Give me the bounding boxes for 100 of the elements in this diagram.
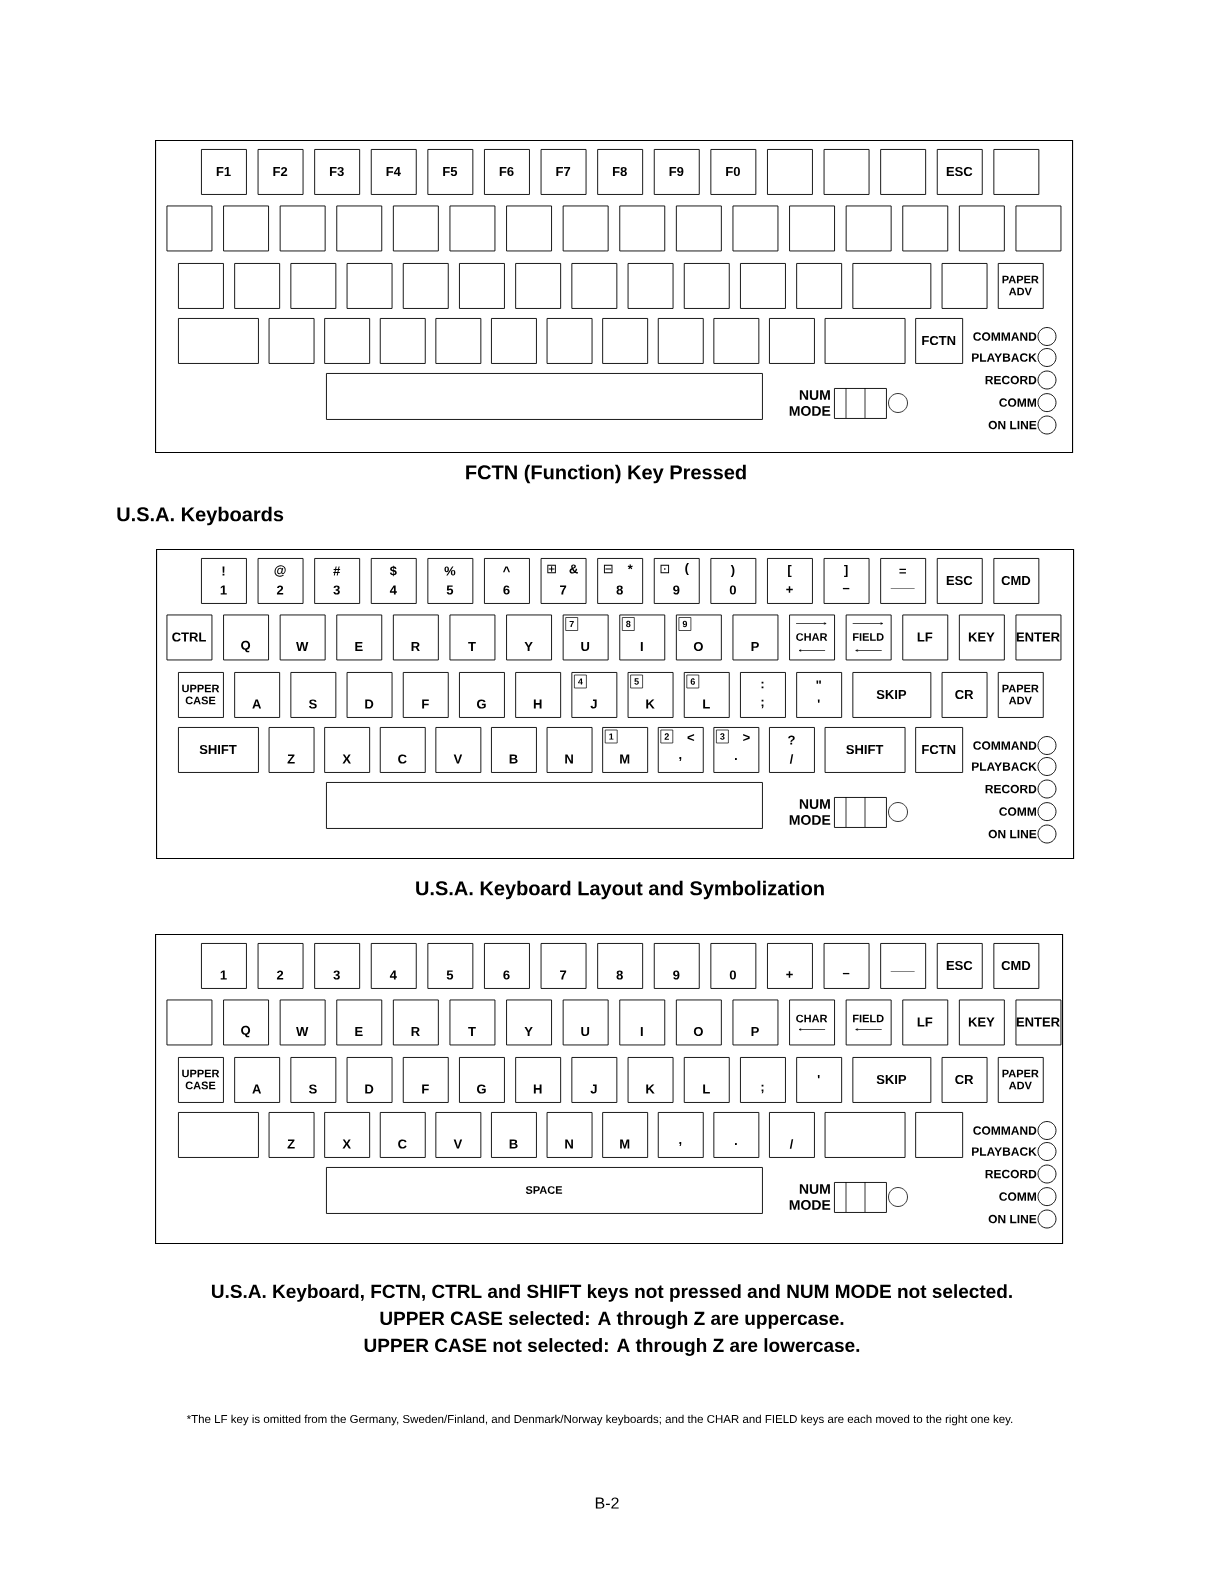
key: , bbox=[657, 1112, 704, 1158]
key bbox=[435, 318, 482, 364]
key bbox=[515, 263, 562, 309]
key bbox=[290, 263, 337, 309]
key: L bbox=[683, 1057, 730, 1103]
key: F7 bbox=[540, 149, 587, 195]
key: N bbox=[546, 727, 593, 773]
indicator-label: COMM bbox=[999, 398, 1036, 407]
key: F3 bbox=[314, 149, 361, 195]
indicator-label: COMMAND bbox=[973, 1126, 1037, 1135]
keyboard-outline bbox=[156, 549, 1075, 860]
switch-label: NUM MODE bbox=[789, 390, 831, 416]
key bbox=[546, 318, 593, 364]
key bbox=[789, 205, 835, 252]
key: KEY bbox=[958, 614, 1005, 661]
key: Y bbox=[506, 614, 552, 661]
key: ^ 6 bbox=[484, 558, 530, 604]
key: Z bbox=[268, 727, 315, 773]
key: 7 bbox=[540, 943, 587, 989]
indicator-label: PLAYBACK bbox=[972, 1147, 1037, 1156]
key: 3 bbox=[314, 943, 361, 989]
key bbox=[178, 263, 224, 309]
key bbox=[166, 999, 213, 1046]
key bbox=[902, 205, 949, 252]
figure-caption: UPPER CASE selected: A through Z are uppercase. bbox=[380, 1311, 844, 1329]
indicator-label: RECORD bbox=[985, 375, 1037, 385]
indicator-label: COMMAND bbox=[973, 332, 1037, 341]
key: CTRL bbox=[166, 614, 213, 661]
key: S bbox=[290, 672, 337, 718]
key: D bbox=[346, 672, 393, 718]
space-bar: SPACE bbox=[326, 1167, 763, 1214]
keyboard-outline bbox=[155, 140, 1074, 454]
key: 9 O bbox=[675, 614, 722, 661]
key: F1 bbox=[201, 149, 247, 195]
key: CMD bbox=[993, 558, 1040, 604]
key bbox=[915, 1112, 964, 1158]
key: X bbox=[324, 727, 371, 773]
keyboard-outline bbox=[155, 934, 1064, 1245]
key: FCTN bbox=[915, 727, 964, 773]
key: SKIP bbox=[852, 672, 932, 718]
key: ENTER bbox=[1015, 999, 1062, 1046]
key bbox=[379, 318, 426, 364]
key: FIELD bbox=[845, 614, 892, 661]
key: PAPER ADV bbox=[997, 263, 1044, 309]
key: CHAR bbox=[789, 999, 835, 1046]
key: 8 bbox=[597, 943, 644, 989]
key: 6 L bbox=[683, 672, 730, 718]
key bbox=[336, 205, 383, 252]
key: : ; bbox=[740, 672, 786, 718]
key: CMD bbox=[993, 943, 1040, 989]
key: UPPER CASE bbox=[178, 1057, 224, 1103]
key bbox=[732, 205, 779, 252]
key: = _ bbox=[880, 558, 927, 604]
indicator-label: COMM bbox=[999, 807, 1036, 816]
key bbox=[657, 318, 704, 364]
key bbox=[675, 205, 722, 252]
key: C bbox=[379, 727, 426, 773]
indicator-label: COMMAND bbox=[973, 741, 1037, 750]
key: X bbox=[324, 1112, 371, 1158]
key: M bbox=[602, 1112, 649, 1158]
key bbox=[223, 205, 269, 252]
key bbox=[823, 149, 870, 195]
key bbox=[619, 205, 666, 252]
key: F0 bbox=[710, 149, 757, 195]
key bbox=[824, 318, 906, 364]
key: SKIP bbox=[852, 1057, 932, 1103]
key: A bbox=[234, 1057, 281, 1103]
indicator-label: ON LINE bbox=[988, 1214, 1037, 1224]
key bbox=[459, 263, 505, 309]
indicator-label: RECORD bbox=[985, 1169, 1037, 1179]
indicator-label: RECORD bbox=[985, 784, 1037, 794]
key: O bbox=[675, 999, 722, 1046]
key: ESC bbox=[936, 943, 983, 989]
key bbox=[852, 263, 932, 309]
key bbox=[740, 263, 786, 309]
key bbox=[713, 318, 760, 364]
key: S bbox=[290, 1057, 337, 1103]
indicator-label: ON LINE bbox=[988, 829, 1037, 839]
footnote: *The LF key is omitted from the Germany, Sweden/Finland, and Denmark/Norway keyboards; and the CHAR and FIELD keys are each moved to the right one key. bbox=[186, 1414, 1013, 1426]
key bbox=[767, 149, 813, 195]
key: 1 M bbox=[602, 727, 649, 773]
key: ESC bbox=[936, 558, 983, 604]
key bbox=[602, 318, 649, 364]
key: R bbox=[392, 999, 439, 1046]
key bbox=[506, 205, 552, 252]
key: F bbox=[402, 1057, 449, 1103]
key bbox=[571, 263, 618, 309]
key: ? / bbox=[769, 727, 815, 773]
key: ⊡ ( 9 bbox=[653, 558, 700, 604]
key: 7 U bbox=[562, 614, 609, 661]
key: FCTN bbox=[915, 318, 964, 364]
indicator-label: COMM bbox=[999, 1192, 1036, 1201]
key bbox=[178, 1112, 259, 1158]
key: KEY bbox=[958, 999, 1005, 1046]
key: % 5 bbox=[427, 558, 474, 604]
key bbox=[769, 318, 815, 364]
indicator-label: ON LINE bbox=[988, 420, 1037, 430]
key: 9 bbox=[653, 943, 700, 989]
key bbox=[993, 149, 1040, 195]
key bbox=[166, 205, 213, 252]
